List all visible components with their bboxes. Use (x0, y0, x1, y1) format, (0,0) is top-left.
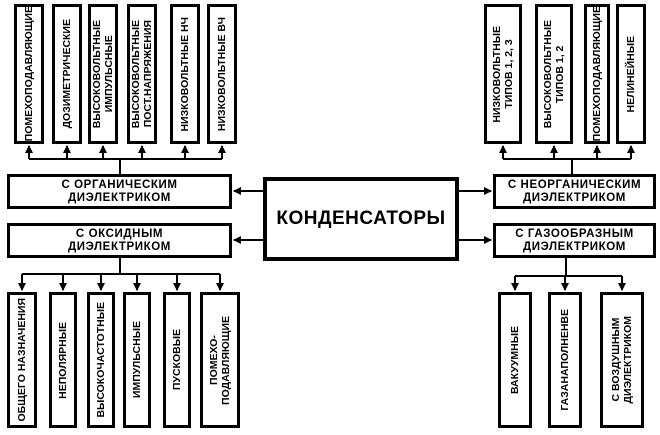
leaf-label: ГАЗАНАПОЛНЕНВЕ (559, 309, 571, 411)
leaf-label: НЕПОЛЯРНЫЕ (57, 322, 69, 399)
category-gaseous-line-2: ДИЭЛЕКТРИКОМ (523, 240, 626, 253)
center-node-label: КОНДЕНСАТОРЫ (276, 208, 446, 229)
leaf-label-line: ИМПУЛЬСНЫЕ (103, 35, 115, 113)
leaf-oxide-2: НЕПОЛЯРНЫЕ (49, 292, 77, 428)
leaf-organic-5: НИЗКОВОЛЬТНЫЕ НЧ (170, 4, 200, 144)
leaf-label: НИЗКОВОЛЬТНЫЕ ВЧ (216, 17, 228, 131)
leaf-label-line: ВЫСОКОВОЛЬТНЫЕ (130, 19, 142, 129)
category-oxide-line-2: ДИЭЛЕКТРИКОМ (68, 240, 171, 253)
leaf-label-line: ВЫСОКОВОЛЬТНЫЕ (91, 19, 103, 129)
leaf-label-line: ПОСТ.НАПРЯЖЕНИЯ (142, 20, 154, 128)
leaf-label-line: С ВОЗДУШНЫМ (610, 318, 622, 402)
leaf-label: ВЫСОКОЧАСТОТНЫЕ (95, 302, 107, 418)
leaf-label: ПУСКОВЫЕ (171, 329, 183, 390)
leaf-organic-6: НИЗКОВОЛЬТНЫЕ ВЧ (207, 4, 237, 144)
leaf-gas-1: ВАКУУМНЫЕ (498, 292, 532, 428)
leaf-label: ИМПУЛЬСНЫЕ (131, 321, 143, 398)
leaf-label-line: ТИПОВ 1, 2, 3 (503, 39, 515, 109)
center-node-capacitors: КОНДЕНСАТОРЫ (263, 177, 459, 261)
category-gaseous-dielectric: С ГАЗООБРАЗНЫМ ДИЭЛЕКТРИКОМ (493, 223, 656, 258)
category-organic-dielectric: С ОРГАНИЧЕСКИМ ДИЭЛЕКТРИКОМ (7, 174, 232, 209)
leaf-label-line: НИЗКОВОЛЬТНЫЕ ВЧ (216, 16, 228, 132)
leaf-label-line: ТИПОВ 1, 2 (554, 45, 566, 103)
leaf-organic-1: ПОМЕХОПОДАВЛЯЮЩИЕ (14, 4, 44, 144)
category-organic-line-1: С ОРГАНИЧЕСКИМ (61, 178, 178, 191)
leaf-label-line: НИЗКОВОЛЬТНЫЕ (491, 25, 503, 123)
leaf-label: ОБЩЕГО НАЗНАЧЕНИЯ (16, 298, 28, 421)
leaf-label: ВАКУУМНЫЕ (509, 326, 521, 394)
category-inorganic-dielectric: С НЕОРГАНИЧЕСКИМ ДИЭЛЕКТРИКОМ (493, 174, 656, 209)
leaf-label-line: НЕЛИНЕЙНЫЕ (625, 35, 637, 113)
leaf-label: ДОЗИМЕТРИЧЕСКИЕ (61, 19, 73, 128)
leaf-label-line: НЕПОЛЯРНЫЕ (57, 321, 69, 399)
category-inorganic-line-2: ДИЭЛЕКТРИКОМ (523, 191, 626, 204)
leaf-label: НИЗКОВОЛЬТНЫЕ НЧ (179, 17, 191, 132)
leaf-label-line: ИМПУЛЬСНЫЕ (131, 321, 143, 399)
leaf-label-line: ПОМЕХО- (208, 335, 220, 385)
leaf-gas-2: ГАЗАНАПОЛНЕНВЕ (548, 292, 582, 428)
leaf-organic-2: ДОЗИМЕТРИЧЕСКИЕ (52, 4, 82, 144)
leaf-label-line: ПОМЕХОПОДАВЛЯЮЩИЕ (23, 6, 35, 142)
leaf-inorganic-4: НЕЛИНЕЙНЫЕ (616, 4, 646, 144)
leaf-label: ПОМЕХО-ПОДАВЛЯЮЩИЕ (208, 316, 232, 405)
leaf-label: НЕЛИНЕЙНЫЕ (625, 36, 637, 113)
leaf-label-line: ПОМЕХОПОДАВЛЯЮЩИЕ (591, 6, 603, 142)
leaf-label-line: ДИЭЛЕКТРИКОМ (622, 316, 634, 404)
category-organic-line-2: ДИЭЛЕКТРИКОМ (68, 191, 171, 204)
leaf-label-line: ПОДАВЛЯЮЩИЕ (220, 315, 232, 405)
leaf-inorganic-3: ПОМЕХОПОДАВЛЯЮЩИЕ (584, 4, 610, 144)
leaf-oxide-5: ПУСКОВЫЕ (163, 292, 191, 428)
leaf-oxide-6: ПОМЕХО-ПОДАВЛЯЮЩИЕ (200, 292, 240, 428)
category-inorganic-line-1: С НЕОРГАНИЧЕСКИМ (507, 178, 642, 191)
category-oxide-dielectric: С ОКСИДНЫМ ДИЭЛЕКТРИКОМ (7, 223, 232, 258)
category-oxide-line-1: С ОКСИДНЫМ (75, 227, 164, 240)
leaf-label-line: ГАЗАНАПОЛНЕНВЕ (559, 309, 571, 411)
category-gaseous-line-1: С ГАЗООБРАЗНЫМ (515, 227, 634, 240)
leaf-label-line: ВАКУУМНЫЕ (509, 326, 521, 394)
leaf-label-line: ДОЗИМЕТРИЧЕСКИЕ (61, 19, 73, 129)
leaf-label-line: ПУСКОВЫЕ (171, 329, 183, 391)
leaf-label-line: НИЗКОВОЛЬТНЫЕ НЧ (179, 16, 191, 132)
leaf-label: ПОМЕХОПОДАВЛЯЮЩИЕ (23, 6, 35, 142)
leaf-oxide-1: ОБЩЕГО НАЗНАЧЕНИЯ (7, 292, 37, 428)
leaf-label-line: ОБЩЕГО НАЗНАЧЕНИЯ (16, 298, 28, 422)
leaf-oxide-4: ИМПУЛЬСНЫЕ (123, 292, 151, 428)
leaf-label-line: ВЫСОКОВОЛЬТНЫЕ (542, 19, 554, 129)
leaf-label: ПОМЕХОПОДАВЛЯЮЩИЕ (591, 6, 603, 142)
leaf-oxide-3: ВЫСОКОЧАСТОТНЫЕ (87, 292, 115, 428)
leaf-label-line: ВЫСОКОЧАСТОТНЫЕ (95, 302, 107, 418)
